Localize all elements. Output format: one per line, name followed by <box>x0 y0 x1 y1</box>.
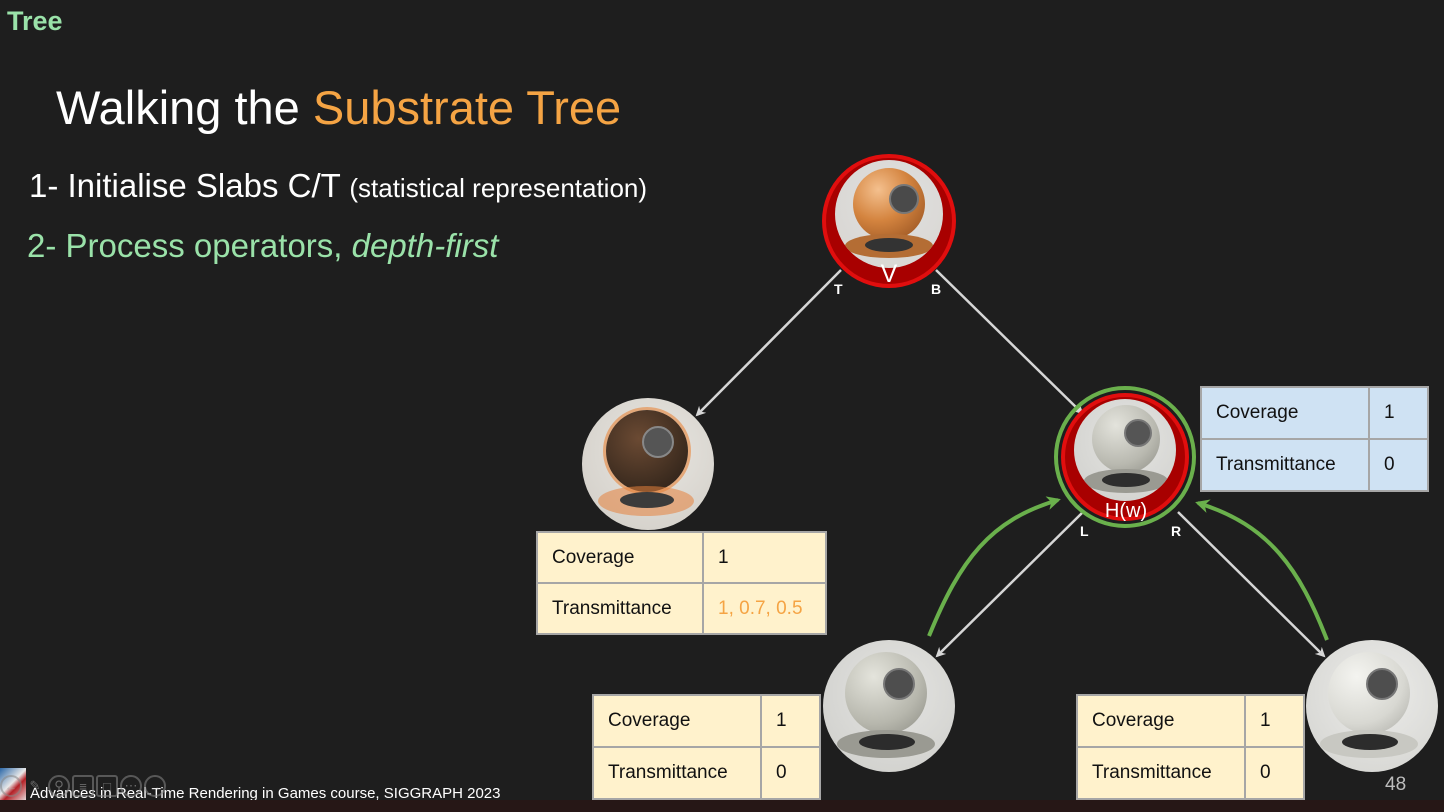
page-number: 48 <box>1385 774 1407 795</box>
table-row: Coverage 1 <box>592 694 821 748</box>
coverage-value: 1 <box>760 694 821 748</box>
table-row: Coverage 1 <box>1200 386 1429 440</box>
coverage-label: Coverage <box>1076 694 1246 748</box>
grey-fabric-material-preview <box>1074 399 1176 501</box>
leaf-left-material-preview <box>823 640 955 772</box>
transmittance-value: 0 <box>1244 746 1305 800</box>
coverage-value: 1 <box>1368 386 1429 440</box>
leaf-right-material-preview <box>1306 640 1438 772</box>
transmittance-value: 1, 0.7, 0.5 <box>702 582 827 635</box>
table-row: Transmittance 0 <box>1200 438 1429 492</box>
back-icon[interactable]: ← <box>0 775 22 797</box>
edge-label-top: T <box>834 281 843 297</box>
hw-operator-label: H(w) <box>1104 500 1148 522</box>
title-prefix: Walking the <box>56 81 313 134</box>
table-row: Coverage 1 <box>536 531 827 584</box>
bullet-initialise: 1- Initialise Slabs C/T (statistical rep… <box>29 167 647 205</box>
transmittance-label: Transmittance <box>1200 438 1370 492</box>
table-row: Transmittance 0 <box>1076 746 1305 800</box>
transmittance-label: Transmittance <box>1076 746 1246 800</box>
section-label: Tree <box>7 6 63 36</box>
current-node-highlight-ring <box>1054 386 1196 528</box>
bullet-2-emphasis: depth-first <box>351 227 499 264</box>
subtitles-icon[interactable]: ≡ <box>72 775 94 797</box>
edge-root-left <box>695 269 842 417</box>
hw-operator-node <box>1061 393 1189 521</box>
root-operator-node <box>822 154 956 288</box>
title-accent: Substrate Tree <box>312 81 622 134</box>
transmittance-value: 0 <box>1368 438 1429 492</box>
bottom-strip <box>0 800 1444 812</box>
edge-label-bottom: B <box>931 281 942 297</box>
coverage-label: Coverage <box>592 694 762 748</box>
table-row: Coverage 1 <box>1076 694 1305 748</box>
left-child-material-preview <box>582 398 714 530</box>
edge-hw-right <box>1177 511 1326 658</box>
table-row: Transmittance 1, 0.7, 0.5 <box>536 582 827 635</box>
coverage-value: 1 <box>702 531 827 584</box>
traversal-arrow-left <box>927 496 1061 637</box>
root-operator-label: V <box>880 260 898 288</box>
bullet-2-main: 2- Process operators, <box>27 227 352 264</box>
transmittance-label: Transmittance <box>592 746 762 800</box>
transmittance-label: Transmittance <box>536 582 704 635</box>
traversal-arrow-right <box>1195 499 1329 641</box>
more-icon[interactable]: ⋯ <box>120 775 142 797</box>
hw-ct-table: Coverage 1 Transmittance 0 <box>1200 386 1429 492</box>
table-row: Transmittance 0 <box>592 746 821 800</box>
leaf-right-ct-table: Coverage 1 Transmittance 0 <box>1076 694 1305 800</box>
zoom-icon[interactable]: ⚲ <box>48 775 70 797</box>
edge-label-left: L <box>1080 523 1089 539</box>
coverage-label: Coverage <box>1200 386 1370 440</box>
slideshow-controls: ← ✎ ⚲ ≡ □ ⋯ → <box>0 768 166 804</box>
forward-icon[interactable]: → <box>144 775 166 797</box>
coverage-value: 1 <box>1244 694 1305 748</box>
leaf-left-ct-table: Coverage 1 Transmittance 0 <box>592 694 821 800</box>
edge-root-right <box>935 269 1084 415</box>
screen-icon[interactable]: □ <box>96 775 118 797</box>
left-child-ct-table: Coverage 1 Transmittance 1, 0.7, 0.5 <box>536 531 827 635</box>
coverage-label: Coverage <box>536 531 704 584</box>
edge-hw-left <box>935 511 1084 658</box>
bullet-1-main: 1- Initialise Slabs C/T <box>29 167 350 204</box>
pen-icon[interactable]: ✎ <box>29 778 41 793</box>
edge-label-right: R <box>1171 523 1182 539</box>
slide-title: Walking the Substrate Tree <box>56 80 621 135</box>
bullet-process: 2- Process operators, depth-first <box>27 227 498 265</box>
copper-material-preview <box>835 160 943 268</box>
bullet-1-note: (statistical representation) <box>349 173 648 203</box>
transmittance-value: 0 <box>760 746 821 800</box>
